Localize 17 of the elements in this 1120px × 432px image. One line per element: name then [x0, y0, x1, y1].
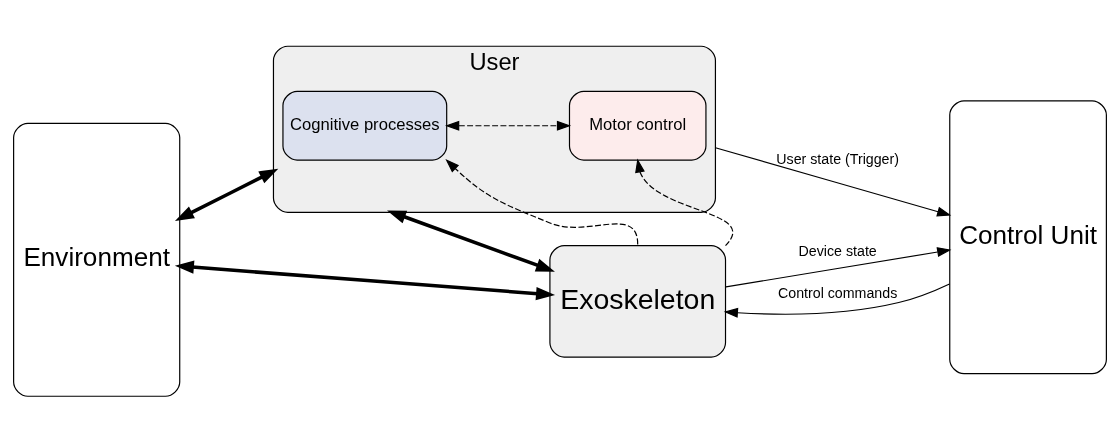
node-box: Exoskeleton	[549, 244, 727, 358]
node-box: Motor control	[568, 90, 707, 161]
arrow	[445, 120, 572, 131]
arrow	[635, 157, 734, 246]
node-box: Environment	[13, 122, 181, 397]
arrow	[725, 246, 952, 288]
arrow	[445, 158, 639, 245]
arrow	[174, 260, 556, 300]
edge-label: User state (Trigger)	[776, 150, 900, 167]
edge-label: Device state	[798, 242, 877, 259]
arrow	[174, 168, 279, 221]
arrow	[387, 210, 555, 272]
node-box: Cognitive processes	[282, 90, 448, 161]
arrow	[714, 146, 952, 216]
arrow	[723, 282, 951, 318]
edge-label: Control commands	[777, 284, 898, 301]
node-box: Control Unit	[949, 99, 1107, 374]
